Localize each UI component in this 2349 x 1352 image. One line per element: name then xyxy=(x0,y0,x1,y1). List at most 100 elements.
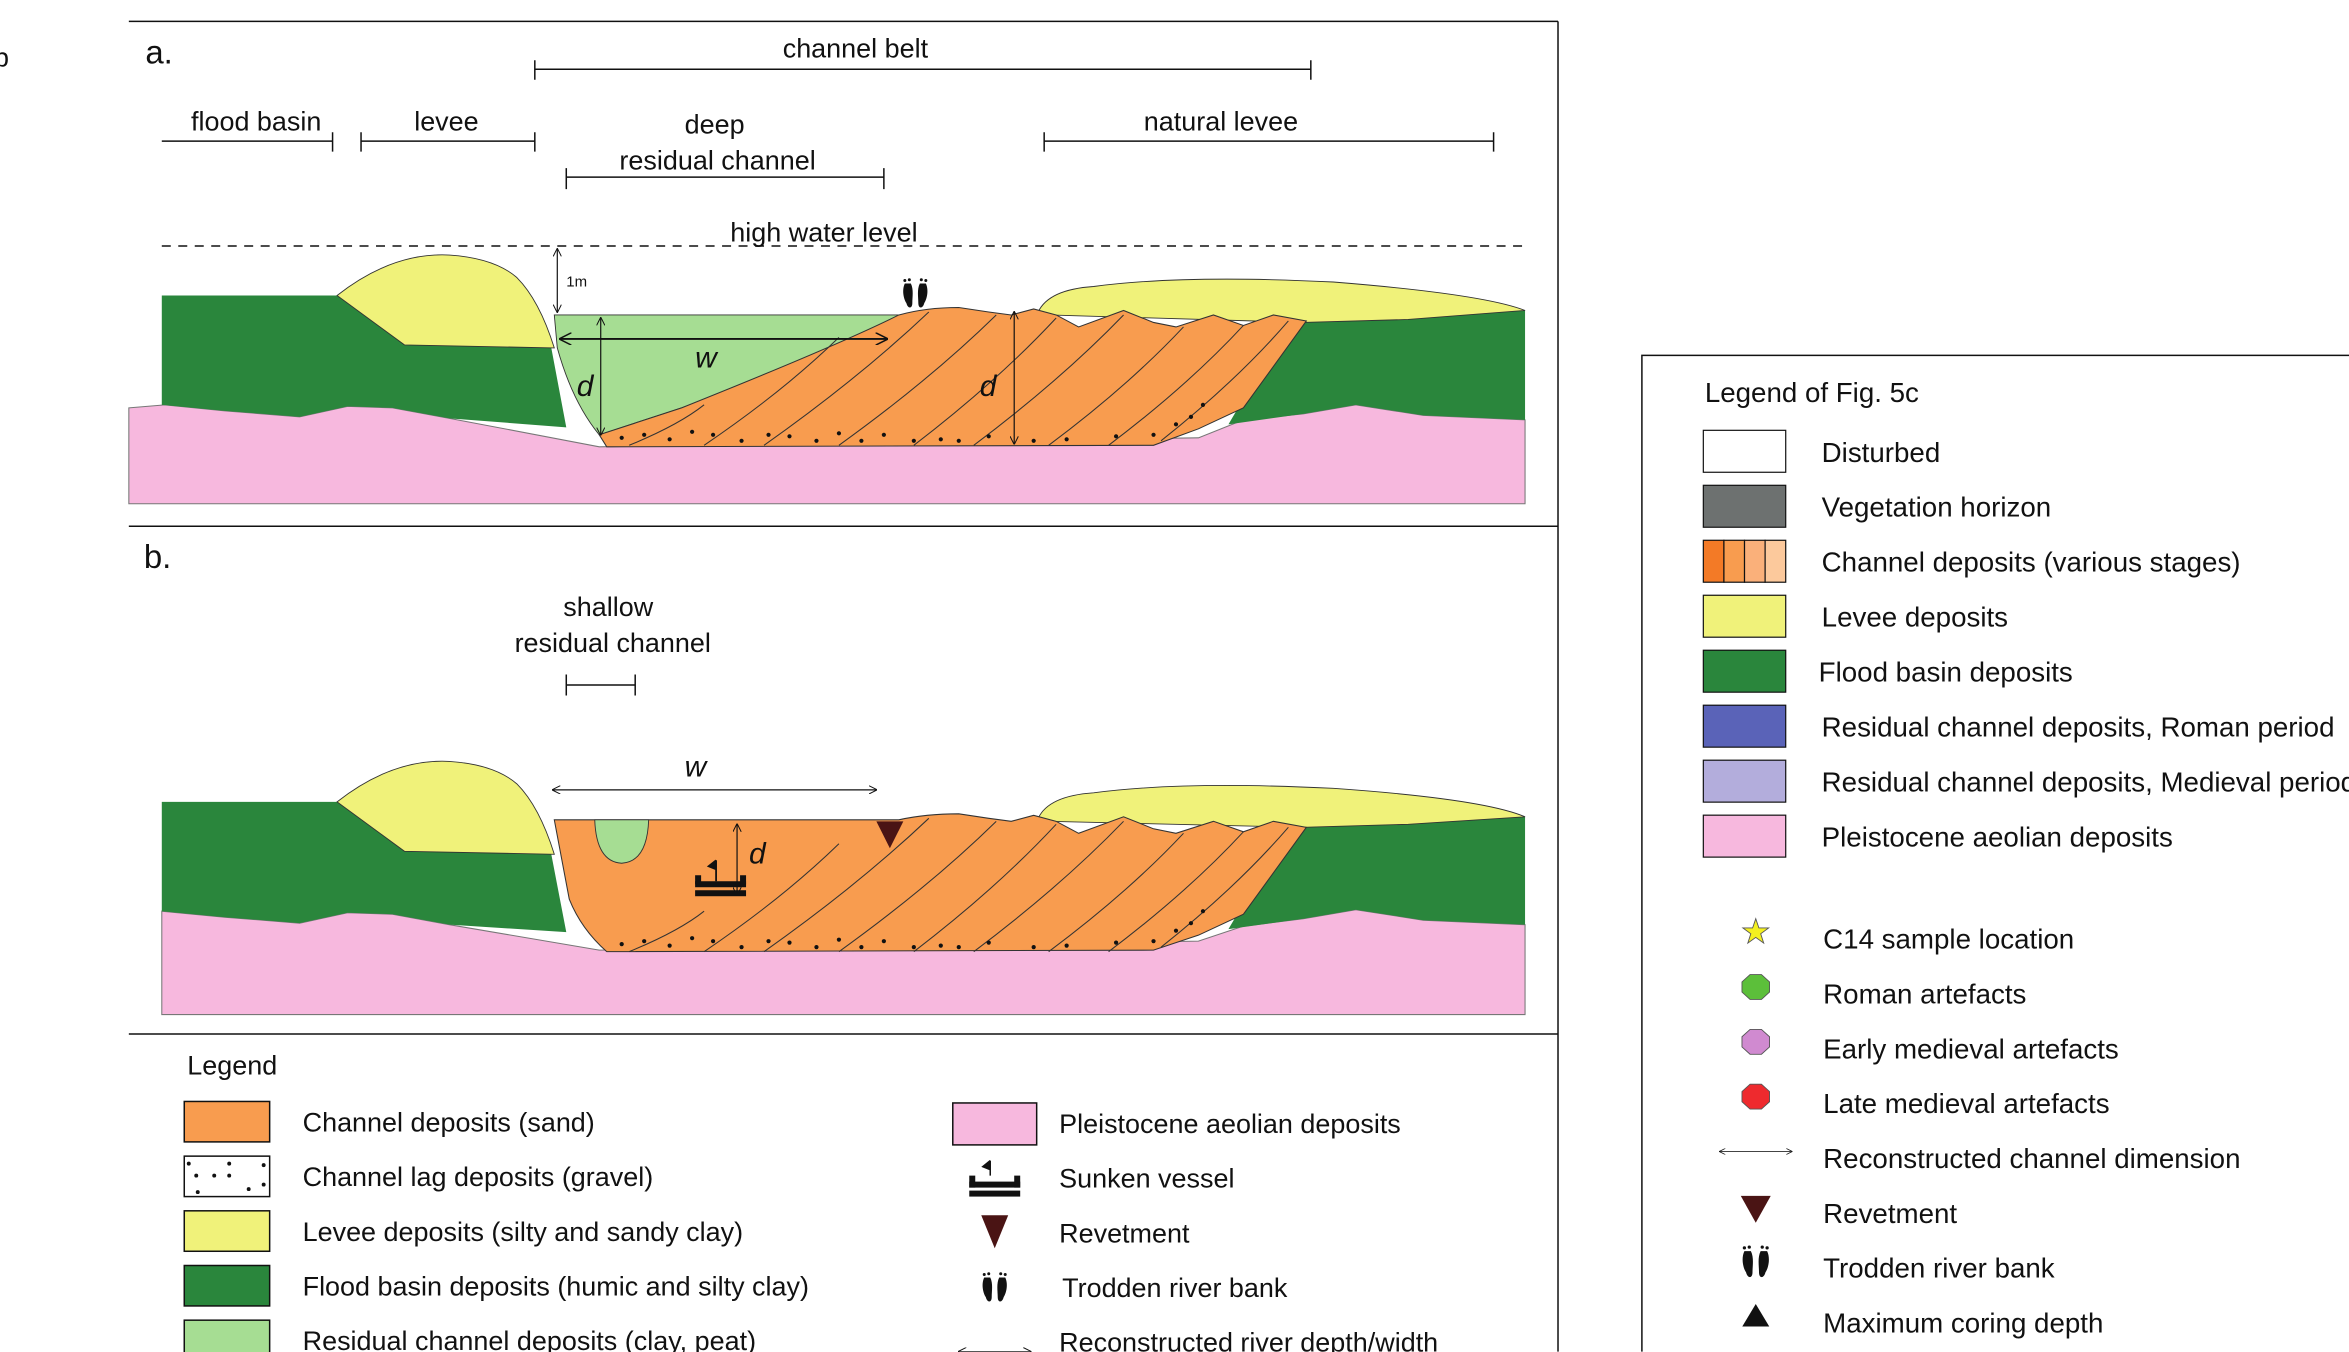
channel-belt-bracket xyxy=(534,60,1312,80)
channel-lag-gravel xyxy=(619,402,1206,443)
gravel-dot xyxy=(1151,939,1156,944)
octagon-icon xyxy=(1741,974,1770,1000)
legend-item-label: Residual channel deposits (clay, peat) xyxy=(303,1326,756,1352)
gravel-dot xyxy=(690,936,695,941)
legend-5c-border xyxy=(1641,354,2349,1352)
levee-right-b xyxy=(1037,785,1526,828)
gravel-dot xyxy=(642,432,647,437)
legend-5c-item-label: Early medieval artefacts xyxy=(1823,1033,2119,1064)
legend-swatch xyxy=(1702,594,1787,638)
deep-label: deep xyxy=(685,110,745,140)
gravel-dot xyxy=(956,438,961,443)
gravel-dot xyxy=(1173,928,1179,933)
accretion-line xyxy=(838,314,997,446)
legend-swatch-part xyxy=(1723,539,1746,583)
deep-residual-bracket xyxy=(565,168,885,190)
shallow-label: shallow xyxy=(563,592,653,622)
gravel-dot xyxy=(195,1190,200,1195)
accretion-line xyxy=(1160,826,1289,948)
flood-basin-left-b xyxy=(161,801,567,933)
gravel-dot xyxy=(667,943,672,948)
gravel-dot xyxy=(938,437,943,442)
width-label-b: w xyxy=(685,750,709,783)
pleistocene-deposits xyxy=(128,404,1526,505)
panel-b: b. shallow residual channel w d xyxy=(144,538,1526,1016)
footprints-icon xyxy=(903,278,928,308)
accretion-line xyxy=(973,820,1124,953)
gravel-dot xyxy=(667,437,672,442)
legend-item-label: Flood basin deposits (humic and silty cl… xyxy=(303,1271,809,1301)
accretion-line xyxy=(763,311,930,446)
flood-basin-right xyxy=(1228,310,1526,425)
gravel-dot xyxy=(1031,945,1036,950)
gravel-dot xyxy=(956,945,961,950)
gravel-dot xyxy=(710,939,716,944)
legend-item-label: Revetment xyxy=(1059,1218,1190,1248)
shallow-residual-bracket xyxy=(565,674,636,696)
accretion-line xyxy=(1048,326,1184,446)
legend-5c-item-label: Residual channel deposits, Medieval peri… xyxy=(1822,767,2349,798)
levee-label: levee xyxy=(414,107,478,137)
legend-item-label: Sunken vessel xyxy=(1059,1164,1234,1194)
gravel-dot xyxy=(814,945,819,950)
legend-5c-item-label: Pleistocene aeolian deposits xyxy=(1822,822,2173,853)
gravel-dot xyxy=(766,939,771,944)
accretion-line xyxy=(1108,831,1244,953)
depth-label-a2: d xyxy=(980,370,998,403)
gravel-dot xyxy=(186,1161,191,1166)
gravel-dot xyxy=(986,434,991,439)
accretion-line xyxy=(628,404,705,446)
levee-left-b xyxy=(336,760,555,855)
legend-swatch xyxy=(183,1264,271,1307)
flood-basin-right-b xyxy=(1228,816,1526,930)
gravel-dot xyxy=(739,945,744,950)
accretion-line xyxy=(1160,320,1289,442)
gravel-dot xyxy=(710,432,716,437)
gravel-dot xyxy=(859,945,864,950)
legend-5c-item-label: Channel deposits (various stages) xyxy=(1822,547,2241,578)
legend-swatch xyxy=(1702,759,1787,803)
accretion-line xyxy=(838,820,997,953)
accretion-line xyxy=(628,910,705,953)
gravel-dot xyxy=(1200,909,1206,914)
revetment-icon xyxy=(876,821,904,849)
gravel-dot xyxy=(787,434,792,439)
accretion-line xyxy=(913,823,1057,953)
gravel-dot xyxy=(911,945,916,950)
legend-swatch xyxy=(183,1100,271,1143)
legend-5c-item-label: Vegetation horizon xyxy=(1822,492,2051,523)
pink-swatch xyxy=(952,1102,1038,1146)
legend-swatch xyxy=(183,1210,271,1253)
gravel-dot xyxy=(227,1161,232,1166)
shallow-residual-deposit xyxy=(594,819,650,864)
gravel-dot xyxy=(1188,414,1194,419)
levee-right xyxy=(1037,278,1526,323)
legend: Legend Channel deposits (sand)Channel la… xyxy=(183,1050,1438,1352)
natural-levee-bracket xyxy=(1043,132,1495,152)
accretion-line xyxy=(703,843,840,953)
accretion-line xyxy=(913,317,1057,446)
legend-swatch xyxy=(1702,704,1787,748)
gravel-dot xyxy=(836,937,842,942)
legend-swatch-part xyxy=(1702,539,1725,583)
gravel-dot xyxy=(261,1163,266,1168)
residual-channel-label: residual channel xyxy=(619,146,815,176)
revetment-icon xyxy=(981,1215,1009,1249)
gravel-dot xyxy=(1200,402,1206,407)
legend-5c-item-label: Roman artefacts xyxy=(1823,978,2026,1009)
legend-swatch xyxy=(183,1155,271,1198)
legend-5c-item-label: Maximum coring depth xyxy=(1823,1307,2103,1338)
legend-item-label: Channel deposits (sand) xyxy=(303,1107,595,1137)
gravel-dot xyxy=(787,940,792,945)
natural-levee-label: natural levee xyxy=(1144,107,1298,137)
gravel-dot xyxy=(859,438,864,443)
gravel-dot xyxy=(814,438,819,443)
gravel-dot xyxy=(938,943,943,948)
legend-5c-item-label: Reconstructed channel dimension xyxy=(1823,1143,2240,1174)
legend-5c-item-label: C14 sample location xyxy=(1823,924,2074,955)
gravel-dot xyxy=(261,1182,266,1187)
legend-item-label: Trodden river bank xyxy=(1062,1273,1288,1303)
legend-item-label: Channel lag deposits (gravel) xyxy=(303,1162,654,1192)
